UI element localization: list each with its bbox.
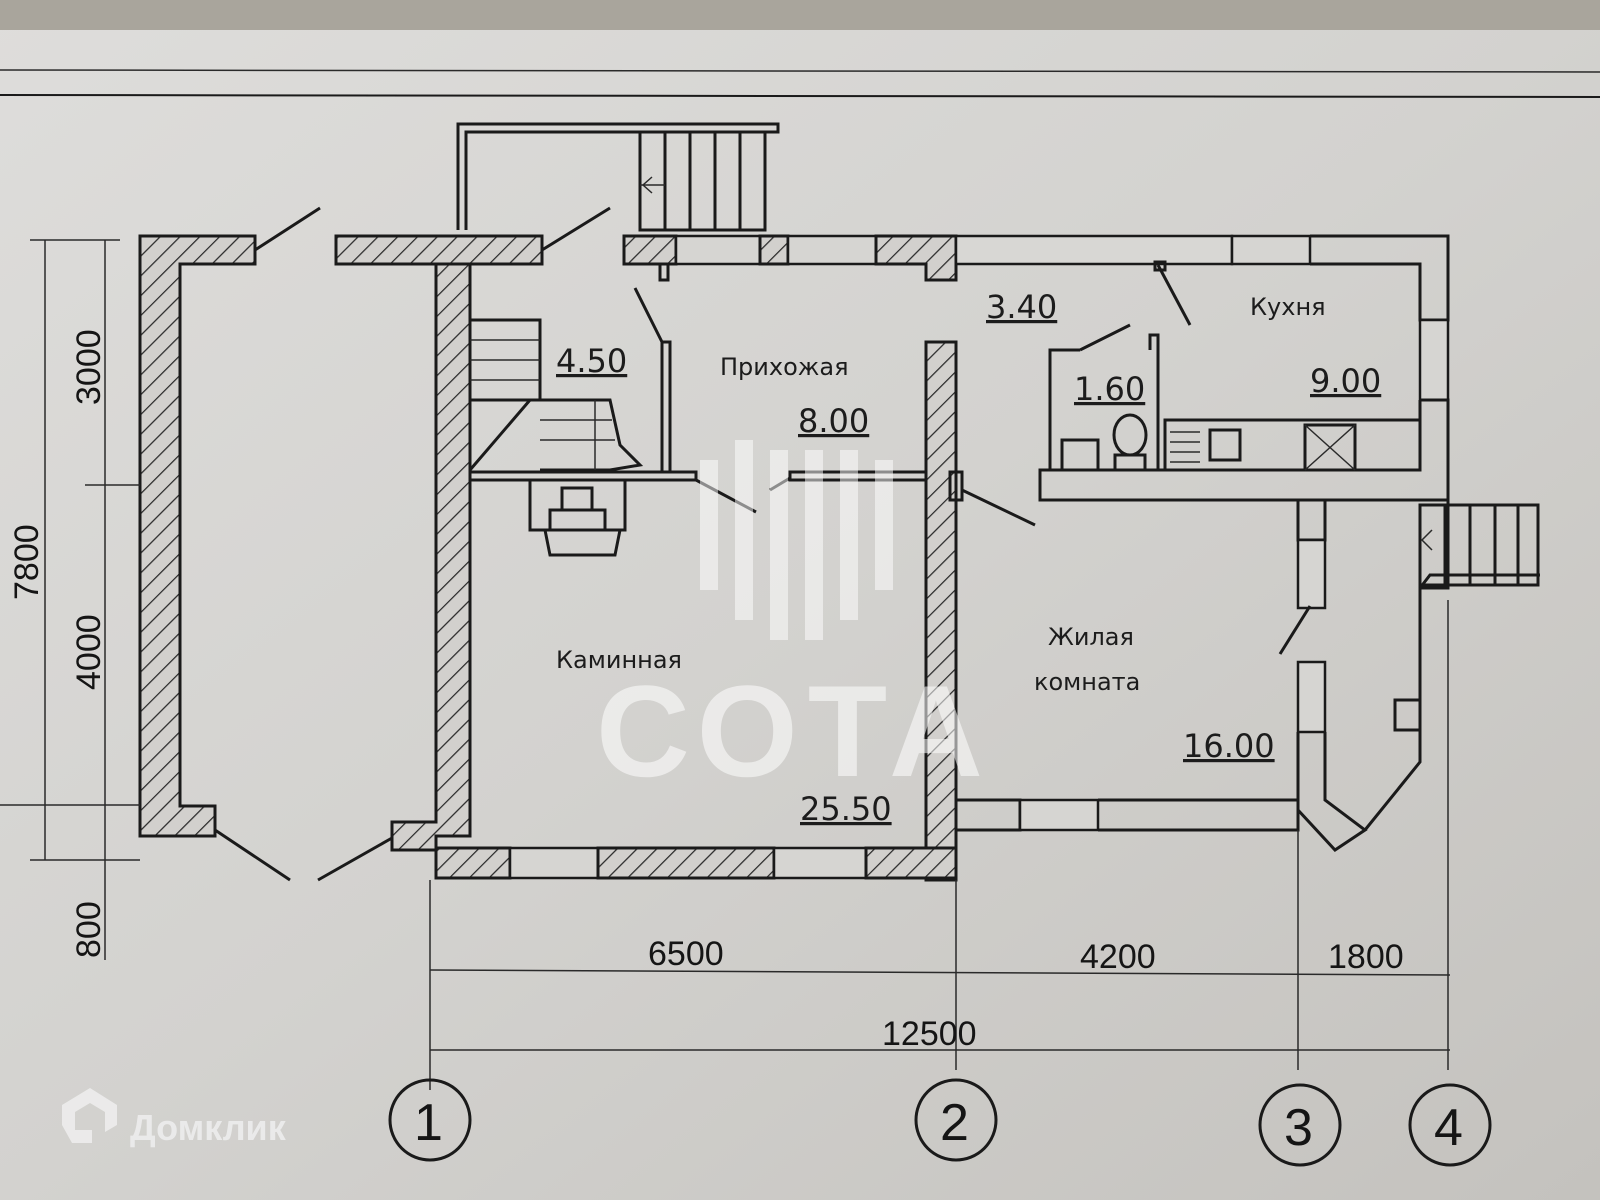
frame-line <box>0 69 1600 73</box>
room-name-living-2: комната <box>1034 668 1140 696</box>
dimension-lines <box>0 239 1451 1090</box>
room-name-fireplace: Каминная <box>556 646 682 674</box>
interior-partitions <box>468 260 1422 557</box>
dim-6500: 6500 <box>648 935 724 973</box>
axis-4: 4 <box>1434 1099 1463 1157</box>
axis-3: 3 <box>1284 1099 1313 1157</box>
dim-12500: 12500 <box>882 1015 977 1053</box>
domclick-logo: Домклик <box>62 1088 287 1148</box>
kitchen-fixtures <box>1163 418 1422 472</box>
room-area-stair: 4.50 <box>556 342 627 380</box>
dim-1800: 1800 <box>1328 938 1404 976</box>
dimension-labels: 3000 4000 7800 800 6500 4200 1800 12500 <box>8 329 1404 1053</box>
sota-watermark: СОТА <box>596 440 993 804</box>
room-name-living: Жилая <box>1048 623 1134 651</box>
dim-4000: 4000 <box>70 614 108 690</box>
frame-line <box>0 94 1600 98</box>
dim-4200: 4200 <box>1080 938 1156 976</box>
room-area-corridor: 3.40 <box>986 288 1057 326</box>
entrance-porch <box>456 122 780 232</box>
room-area-hallway: 8.00 <box>798 402 869 440</box>
sota-logo-icon <box>700 440 893 640</box>
side-stairs <box>1418 503 1540 587</box>
room-area-living: 16.00 <box>1183 727 1275 765</box>
room-area-bathroom: 1.60 <box>1074 370 1145 408</box>
axis-2: 2 <box>940 1094 969 1152</box>
fireplace <box>528 480 627 557</box>
room-labels: Прихожая 8.00 Каминная 25.50 Кухня 9.00 … <box>556 288 1381 828</box>
logo-text: Домклик <box>130 1107 287 1148</box>
house-logo-icon <box>62 1088 117 1143</box>
axis-markers: 1 2 3 4 <box>388 1078 1492 1167</box>
dim-800: 800 <box>70 901 108 958</box>
dim-7800: 7800 <box>8 524 46 600</box>
dim-3000: 3000 <box>70 329 108 405</box>
room-area-kitchen: 9.00 <box>1310 362 1381 400</box>
axis-1: 1 <box>414 1094 443 1152</box>
top-edge <box>0 0 1600 30</box>
watermark-text: СОТА <box>596 658 993 804</box>
room-area-fireplace: 25.50 <box>800 790 892 828</box>
main-walls <box>434 234 1540 882</box>
room-name-kitchen: Кухня <box>1250 293 1326 321</box>
room-name-hallway: Прихожая <box>720 353 849 381</box>
bathroom-fixtures <box>1060 413 1148 472</box>
